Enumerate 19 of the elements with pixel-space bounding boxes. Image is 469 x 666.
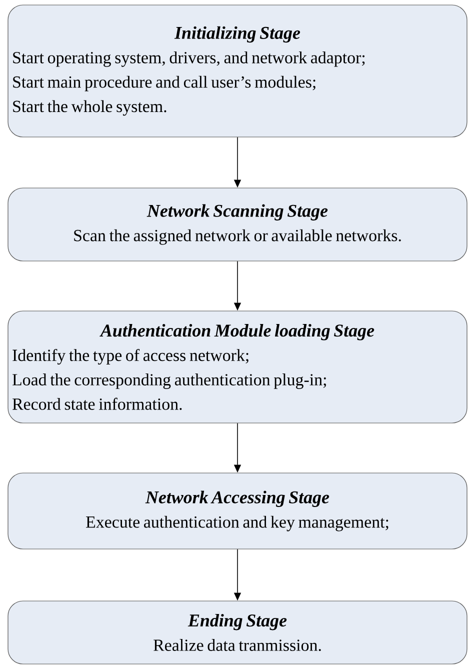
stage-description: Load the corresponding authentication plug-in; [12, 374, 326, 389]
stage-description: Start operating system, drivers, and network adaptor; [13, 51, 365, 67]
stage-description: Scan the assigned network or available networks. [74, 229, 401, 245]
stage-description: Realize data tranmission. [154, 639, 321, 652]
stage-box [8, 472, 468, 550]
stage-description: Execute authentication and key management; [86, 516, 388, 532]
stage-description: Identify the type of access network; [12, 348, 248, 365]
stage-description: Start the whole system. [13, 100, 166, 116]
stage-box [8, 310, 468, 424]
stage-description: Record state information. [12, 398, 182, 410]
stage-title: Network Accessing Stage [145, 490, 330, 507]
stage-box [8, 188, 468, 262]
stage-title: Network Scanning Stage [146, 204, 328, 220]
stage-title: Ending Stage [188, 614, 287, 630]
stage-description: Start main procedure and call user’s modules; [13, 76, 316, 92]
stage-title: Authentication Module loading Stage [100, 324, 374, 340]
stage-box [8, 4, 468, 138]
stage-box [8, 600, 468, 664]
stage-title: Initializing Stage [174, 26, 300, 43]
